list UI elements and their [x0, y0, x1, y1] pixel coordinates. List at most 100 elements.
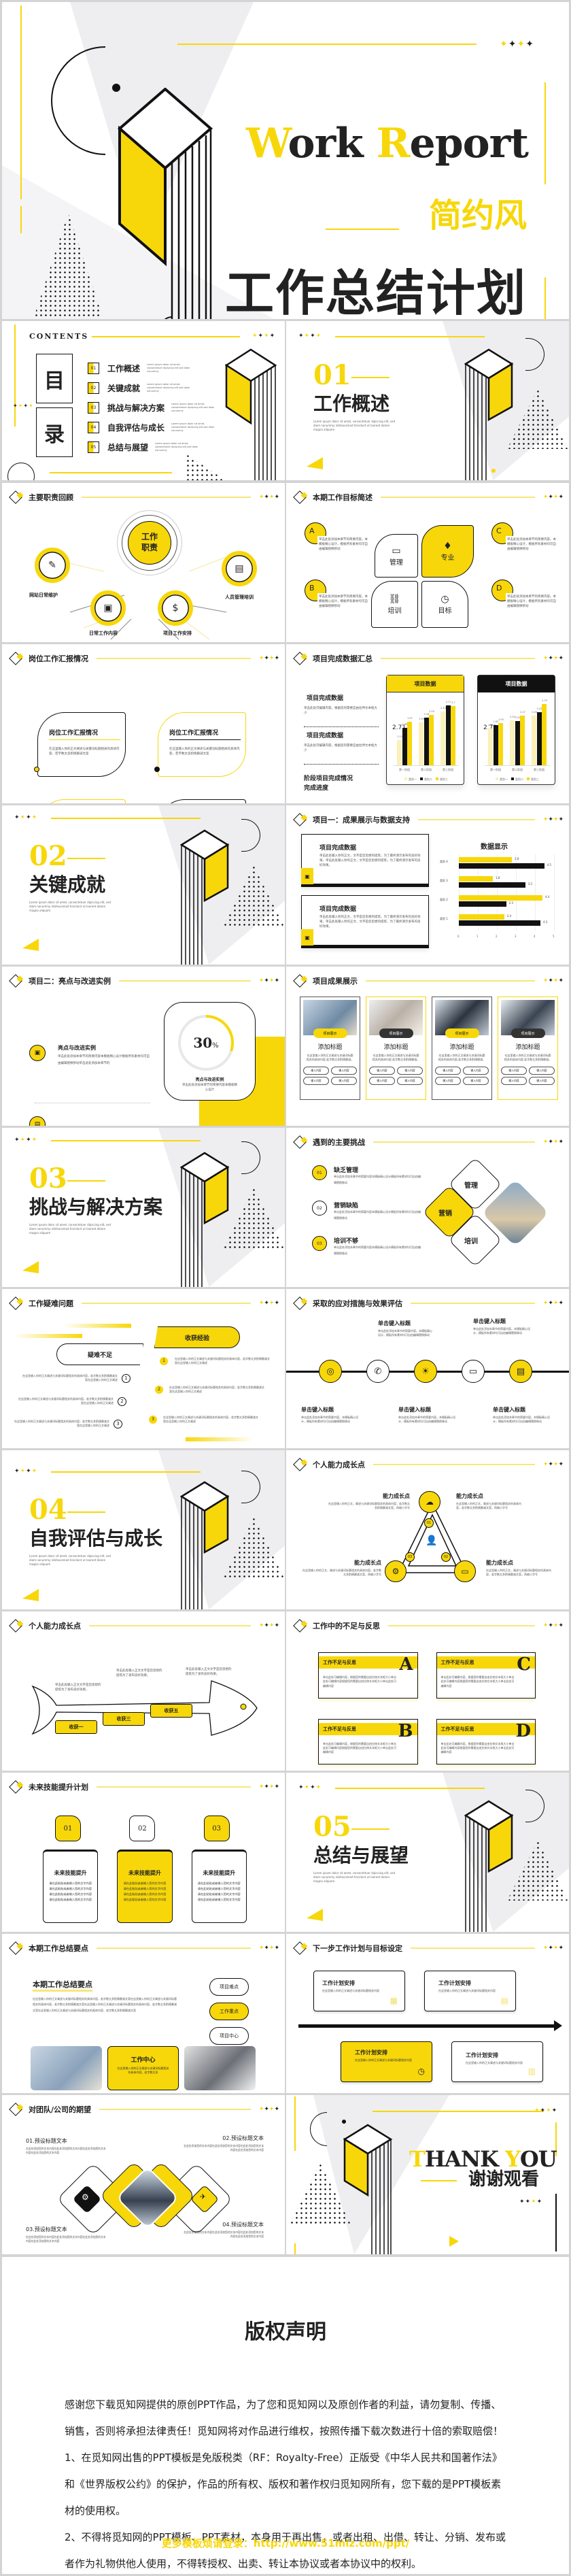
input-tag[interactable]: 输入内容: [331, 1076, 357, 1085]
project-difficulty-button[interactable]: 项目难点: [209, 1978, 249, 1996]
slide-growth[interactable]: 个人能力成长点✦✦✦✦ ☁ ⚙ ▭ 👤 01 02 03 能力成长点在这里输入你…: [286, 1450, 569, 1609]
contents-side-char: 录: [36, 407, 73, 457]
input-tag[interactable]: 输入内容: [331, 1066, 357, 1075]
slide-difficulties[interactable]: 工作疑难问题✦✦✦✦ 疑难不足 收获经验 在这里输入你的正文阐述与关键词标题相关…: [2, 1289, 285, 1448]
input-tag[interactable]: 输入内容: [501, 1076, 527, 1085]
slide-summary[interactable]: 本期工作总结要点✦✦✦✦ 本期工作总结要点 在这里输入你的正文阐述与关键词标题相…: [2, 1934, 285, 2093]
petal-target[interactable]: ◷目标: [421, 581, 468, 628]
report-card[interactable]: [37, 799, 126, 803]
slide-header: 项目一：成果展示与数据支持✦✦✦✦: [292, 812, 564, 828]
input-tag[interactable]: 输入内容: [303, 1066, 329, 1075]
slide-goals[interactable]: 本期工作目标简述✦✦✦✦ ▭管理 ♦专业 ⛓培训 ◷目标 A 单击此处添加本章节…: [286, 483, 569, 642]
input-tag[interactable]: 输入内容: [463, 1076, 489, 1085]
deco-line: [97, 1786, 251, 1788]
challenge-item[interactable]: 03 培训不够单击此处添加本章节的简要内容本模板精心设计模板所有素材均可自由编辑…: [312, 1236, 421, 1271]
slide-plan[interactable]: 下一步工作计划与目标设定✦✦✦✦ 工作计划安排 在这里输入你的正文阐述与关键词标…: [286, 1934, 569, 2093]
slide-section-01[interactable]: ✦✦✦✦ 01 工作概述 Lorem ipsum dolor sit amet,…: [286, 321, 569, 480]
input-tag[interactable]: 输入内容: [501, 1066, 527, 1075]
input-tag[interactable]: 输入内容: [529, 1066, 555, 1075]
bar: 2.01: [515, 716, 520, 765]
challenge-item[interactable]: 01 缺乏管理单击此处添加本章节的简要内容本模板精心设计模板所有素材均可自由编辑…: [312, 1165, 421, 1201]
slide-section-03[interactable]: ✦✦✦✦ 03 挑战与解决方案 Lorem ipsum dolor sit am…: [2, 1128, 285, 1287]
contents-item[interactable]: 05 总结与展望 Lorem ipsum dolor sit amet, con…: [88, 437, 237, 457]
input-tag[interactable]: 输入内容: [303, 1076, 329, 1085]
progress-card[interactable]: 30% 亮点与改进实例 单击此处添加本章节的简要内容本模板精心设计: [164, 1002, 256, 1101]
data-card[interactable]: 项目完成数据 单击此处输入你的正文，文字是您思想的提炼，为了最终演示发布的良好效…: [301, 834, 429, 887]
report-card[interactable]: 岗位工作汇报情况 在这里输入你的正文阐述与关键词标题相关的具体内容，若字数太多酌…: [37, 712, 126, 777]
contents-item[interactable]: 01 工作概述 Lorem ipsum dolor sit amet, cons…: [88, 358, 237, 378]
slide-project-data[interactable]: 项目完成数据汇总✦✦✦✦ 项目完成数据 单击此处可编辑内容，根据您的需要自由拉伸…: [286, 644, 569, 803]
slide-expectations[interactable]: 对团队/公司的期望✦✦✦✦ 01.预设标题文本在此处添加您的文本内容在此处添加您…: [2, 2095, 285, 2254]
slide-measures[interactable]: 采取的应对措施与效果评估✦✦✦✦ ◎ ✆ ☀ ▭ ▤ 单击键入标题单击此处添加本…: [286, 1289, 569, 1448]
bar-chart-card[interactable]: 项目数据 2.79 1.681.831.932.032.012.272.262.…: [477, 675, 555, 785]
showcase-card[interactable]: 项目展示添加标题在这里输入你的正文阐述与关键词标题相关的具体内容,若字数太多酌情…: [366, 997, 426, 1100]
petal-management[interactable]: ▭管理: [375, 534, 418, 578]
input-tag[interactable]: 输入内容: [463, 1066, 489, 1075]
legend-item: 类别一: [404, 777, 417, 782]
gain-label[interactable]: 收获一: [55, 1720, 97, 1734]
contents-item[interactable]: 03 挑战与解决方案 Lorem ipsum dolor sit amet, c…: [88, 398, 237, 418]
slide-fishbone[interactable]: 个人能力成长点✦✦✦✦ 收获一 收获三 收获五 收获二 单击此处输入正文文字是您…: [2, 1611, 285, 1771]
plan-card[interactable]: 工作计划安排 在这里输入你的正文阐述与关键词标题相关内容 ▥: [451, 2041, 543, 2082]
input-tag[interactable]: 输入内容: [435, 1066, 461, 1075]
stars-icon: ✦✦✦✦: [258, 1300, 279, 1307]
slide-post-report[interactable]: 岗位工作汇报情况✦✦✦✦ 岗位工作汇报情况 在这里输入你的正文阐述与关键词标题相…: [2, 644, 285, 803]
deco-line: [351, 1828, 390, 1830]
slide-proj2[interactable]: 项目二：亮点与改进实例✦✦✦✦ ▣ 亮点与改进实例 单击此处添加本章节的简要内容…: [2, 967, 285, 1126]
gain-label[interactable]: 收获五: [150, 1704, 192, 1718]
plan-card[interactable]: 工作计划安排 在这里输入你的正文阐述与关键词标题相关内容 ▦: [313, 1971, 405, 2011]
slide-section-04[interactable]: ✦✦✦✦ 04 自我评估与成长 Lorem ipsum dolor sit am…: [2, 1450, 285, 1609]
petal-training[interactable]: ⛓培训: [371, 581, 418, 628]
growth-item: 能力成长点在这里输入你的正文，阐述与关键词标题相关的具体内容，若字数太多酌情删减…: [301, 1559, 381, 1577]
project-center-button[interactable]: 项目中心: [209, 2027, 249, 2045]
contents-item[interactable]: 02 关键成就 Lorem ipsum dolor sit amet, cons…: [88, 378, 237, 398]
slide-cover[interactable]: ✦✦✦✦ Work Report 简约风 工作总结计划 ✦✦✦✦ 汇报人 部门总…: [2, 2, 569, 319]
input-tag[interactable]: 输入内容: [529, 1076, 555, 1085]
contents-item[interactable]: 04 自我评估与成长 Lorem ipsum dolor sit amet, c…: [88, 418, 237, 437]
challenge-item[interactable]: 02 营销缺陷单击此处添加本章节的简要内容本模板精心设计模板所有素材均可自由编辑…: [312, 1201, 421, 1236]
showcase-card[interactable]: 项目展示添加标题在这里输入你的正文阐述与关键词标题相关的具体内容,若字数太多酌情…: [498, 997, 558, 1100]
input-tag[interactable]: 输入内容: [397, 1076, 423, 1085]
half-circle-icon: [51, 46, 105, 155]
petal-professional[interactable]: ♦专业: [421, 525, 474, 578]
report-card[interactable]: [158, 799, 246, 803]
input-tag[interactable]: 输入内容: [369, 1066, 395, 1075]
showcase-card[interactable]: 项目展示添加标题在这里输入你的正文阐述与关键词标题相关的具体内容,若字数太多酌情…: [300, 997, 360, 1100]
slide-section-02[interactable]: ✦✦✦✦ 02 关键成就 Lorem ipsum dolor sit amet,…: [2, 805, 285, 965]
slide-duties[interactable]: 主要职责回顾✦✦✦✦ 工作职责 ✎ 网站日常维护 ▣ 日常工作内容 $ 项目工作…: [2, 483, 285, 642]
data-card[interactable]: 项目完成数据 单击此处输入你的正文，文字是您思想的提炼，为了最终演示发布的良好效…: [301, 895, 429, 948]
project-badge: 项目展示: [379, 1028, 413, 1038]
section-number: 02: [29, 840, 67, 872]
more-templates-link[interactable]: 更多模板烦请登录：http://www.51miz.com/ppt/: [161, 2537, 410, 2549]
slide-showcase[interactable]: 项目成果展示✦✦✦✦ 项目展示添加标题在这里输入你的正文阐述与关键词标题相关的具…: [286, 967, 569, 1126]
slide-contents[interactable]: CONTENTS ✦✦✦✦ 目 录 ✦✦✦✦ 01 工作概述 Lorem ips…: [2, 321, 285, 480]
input-tag[interactable]: 输入内容: [369, 1076, 395, 1085]
bar: 1.83: [493, 720, 498, 765]
showcase-card[interactable]: 项目展示添加标题在这里输入你的正文阐述与关键词标题相关的具体内容,若字数太多酌情…: [432, 997, 492, 1100]
input-tag[interactable]: 输入内容: [435, 1076, 461, 1085]
bar-value: 1.8: [496, 876, 500, 880]
work-focus-button[interactable]: 工作重点: [209, 2003, 249, 2020]
slide-proj1[interactable]: 项目一：成果展示与数据支持✦✦✦✦ 项目完成数据 单击此处输入你的正文，文字是您…: [286, 805, 569, 965]
slide-section-05[interactable]: ✦✦✦✦ 05 总结与展望 Lorem ipsum dolor sit amet…: [286, 1773, 569, 1932]
report-card[interactable]: 岗位工作汇报情况 在这里输入你的正文阐述与关键词标题相关的具体内容，若字数太多酌…: [158, 712, 246, 777]
number-badge: 03: [312, 1236, 327, 1251]
plan-card[interactable]: 工作计划安排 在这里输入你的正文阐述与关键词标题相关内容 ▤: [424, 1971, 516, 2011]
plan-card[interactable]: 工作计划安排 在这里输入你的正文阐述与关键词标题相关内容 ◷: [341, 2041, 432, 2082]
slide-challenges[interactable]: 遇到的主要挑战✦✦✦✦ 01 缺乏管理单击此处添加本章节的简要内容本模板精心设计…: [286, 1128, 569, 1287]
input-tag[interactable]: 输入内容: [397, 1066, 423, 1075]
gain-label[interactable]: 收获三: [103, 1712, 145, 1726]
slide-thanks[interactable]: ✦✦✦✦ THANK YOU 谢谢观看 ✦✦✦✦: [286, 2095, 569, 2254]
stars-icon: ✦✦✦✦: [258, 2106, 279, 2113]
